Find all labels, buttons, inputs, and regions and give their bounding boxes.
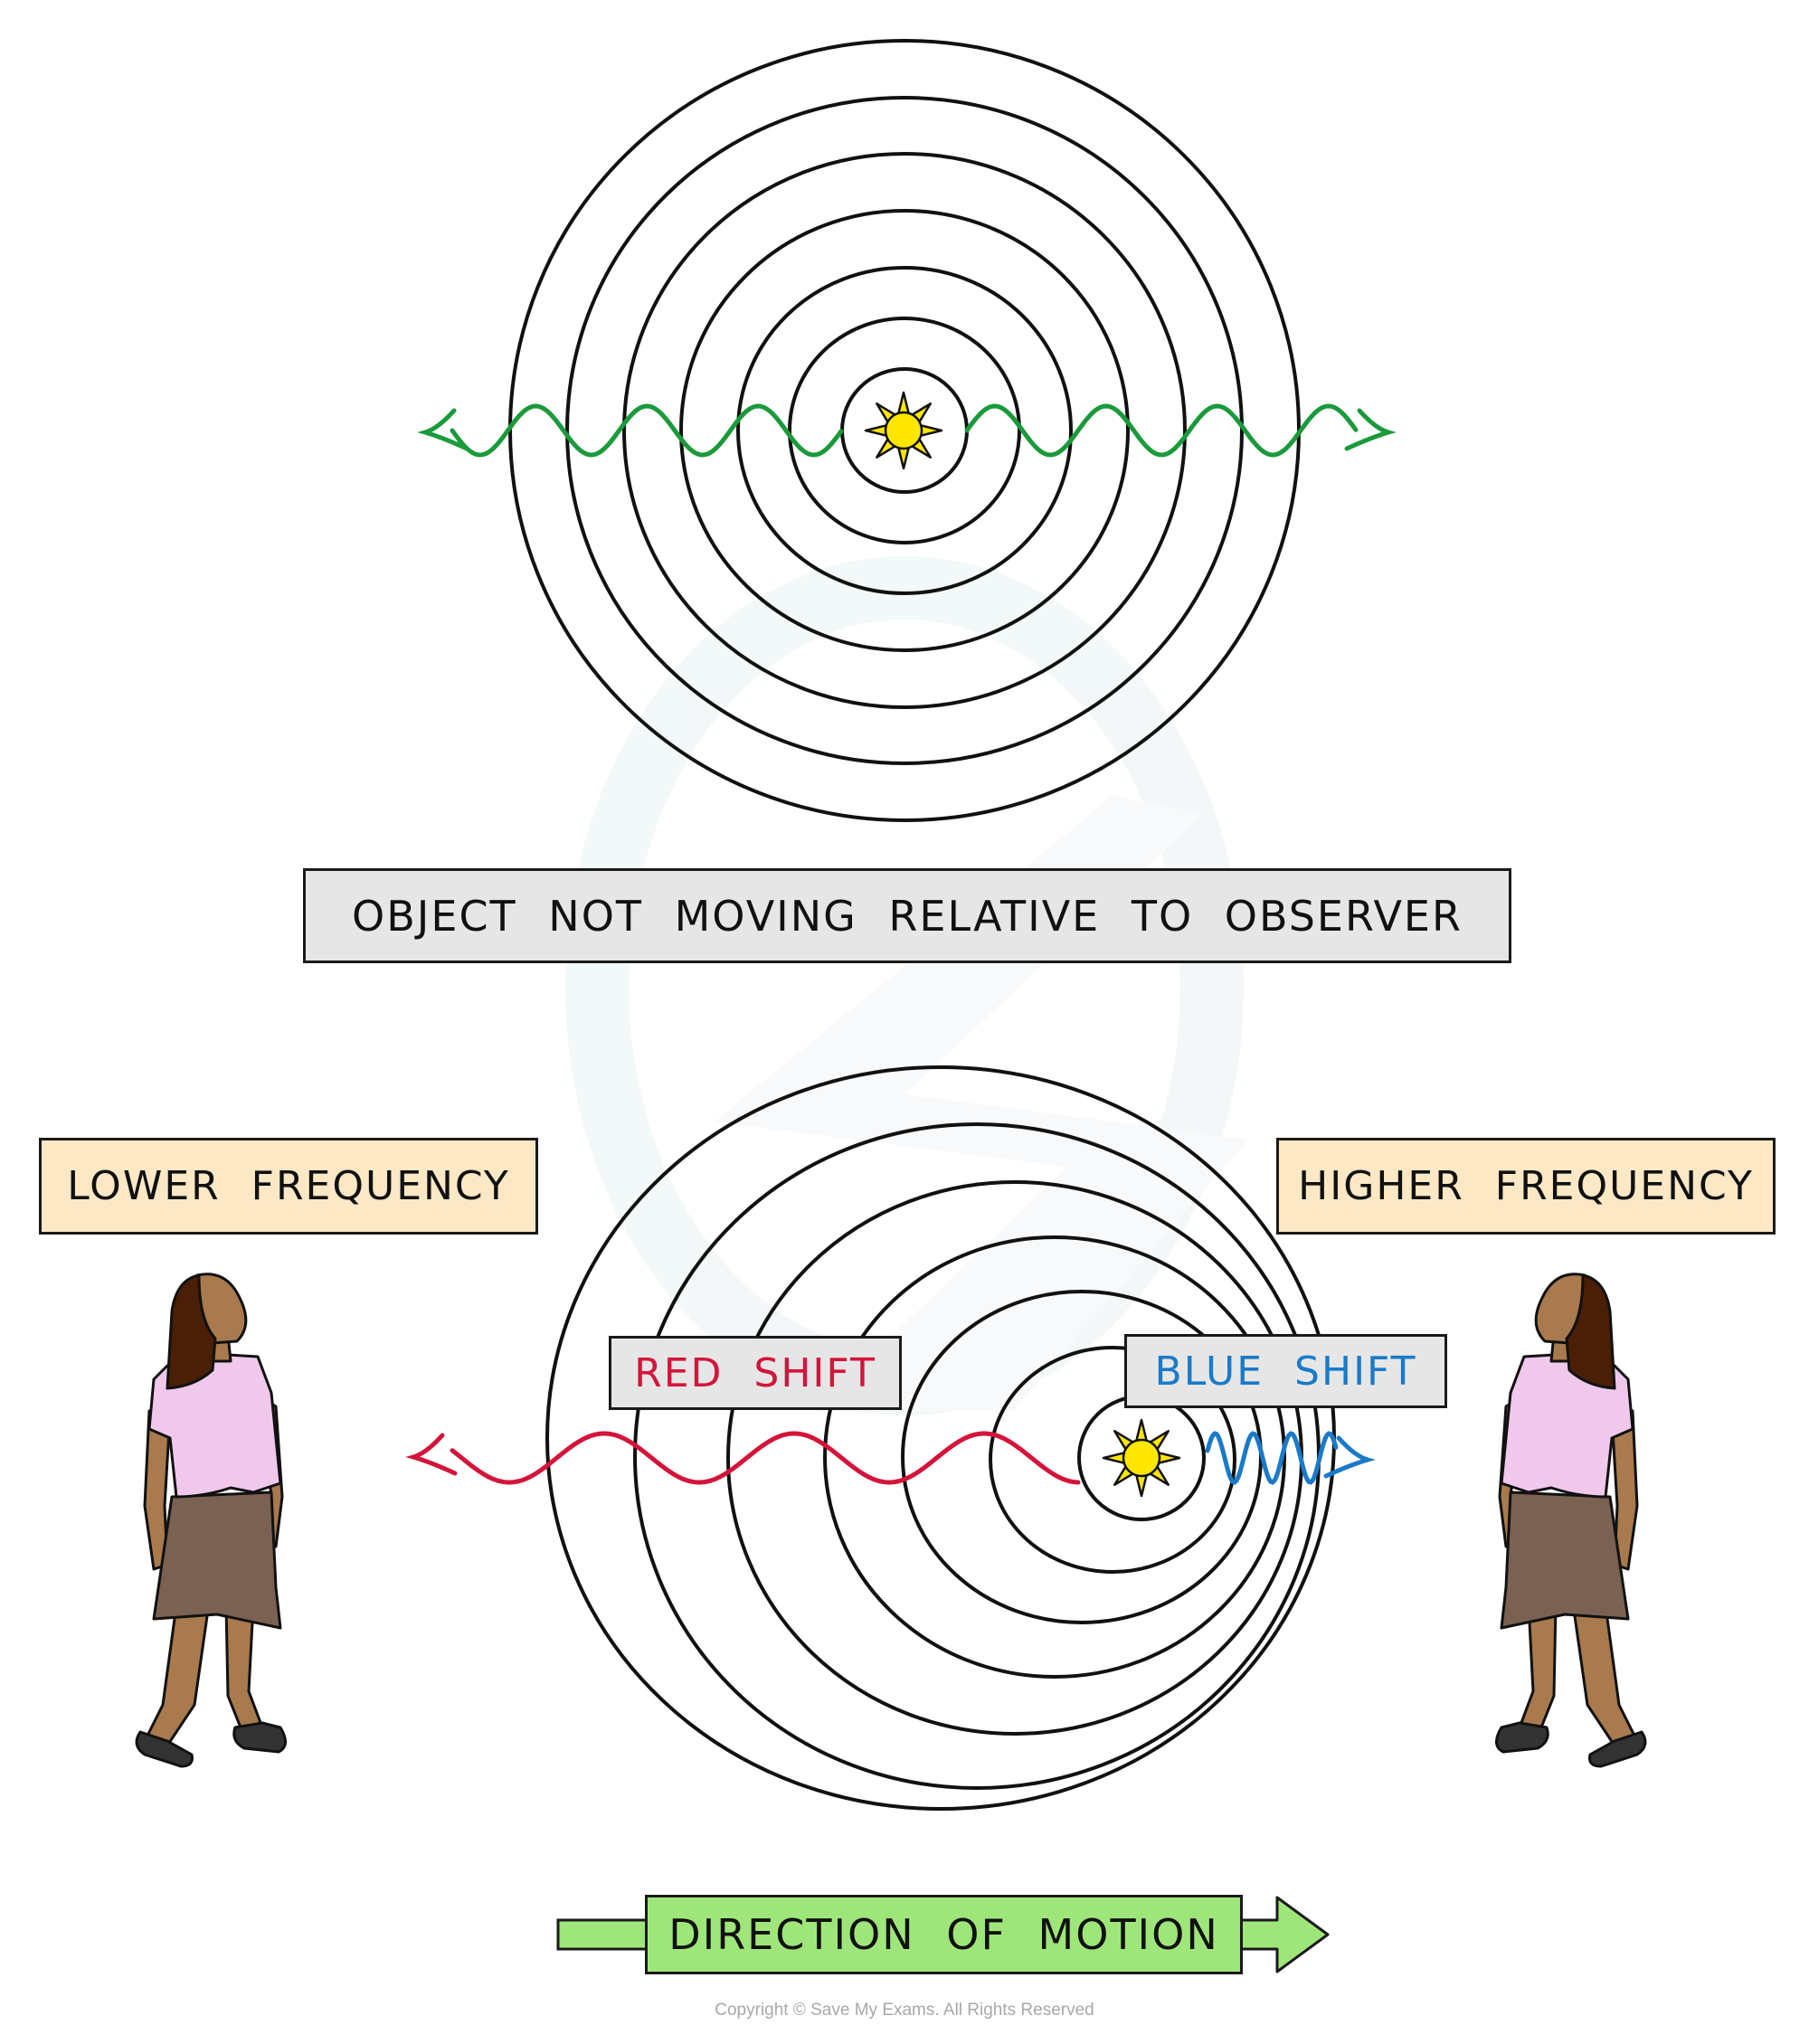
shirt [1500,1352,1634,1499]
shoe-right [1495,1721,1549,1754]
watermark-logo [565,556,1248,1415]
wavefront-ring [622,152,1187,709]
skirt [1500,1490,1630,1630]
observer-right [1495,1273,1647,1768]
shoe-left [135,1730,194,1768]
label-higher-frequency-text: HIGHER FREQUENCY [1298,1163,1754,1209]
static-wave [417,403,1397,458]
hair [166,1273,217,1390]
shoe-left [1588,1730,1647,1768]
wavefront-ring [989,1346,1236,1574]
label-direction-of-motion: DIRECTION OF MOTION [645,1895,1243,1974]
label-lower-frequency-text: LOWER FREQUENCY [67,1163,510,1209]
sun-disc [884,411,923,450]
wave-stretched [450,1431,1081,1485]
wavefront-ring [736,266,1073,595]
wavefront-ring [823,1235,1286,1679]
arrowhead-icon [417,408,469,451]
arrowhead-icon [1323,1435,1376,1479]
direction-arrow-icon [556,1896,1330,1973]
caption-static-source: OBJECT NOT MOVING RELATIVE TO OBSERVER [303,868,1511,963]
arrowhead-icon [405,1433,458,1476]
label-higher-frequency: HIGHER FREQUENCY [1276,1138,1776,1235]
label-direction-of-motion-text: DIRECTION OF MOTION [668,1910,1219,1959]
shirt [147,1352,282,1499]
blue-shift-wave [1205,1431,1376,1485]
leg-right [224,1604,264,1738]
hair [1565,1273,1616,1390]
wavefront-ring [679,209,1130,652]
label-lower-frequency: LOWER FREQUENCY [39,1138,538,1235]
wave-right [964,403,1359,458]
leg-left [1572,1604,1639,1747]
sun-icon [864,391,943,470]
leg-left [143,1604,210,1747]
shoe-right [232,1721,287,1754]
red-shift-wave [405,1431,1081,1485]
arrowhead-icon [1344,408,1397,451]
wave-compressed [1205,1431,1339,1485]
wavefront-ring [633,1122,1321,1790]
label-red-shift: RED SHIFT [609,1336,902,1410]
label-blue-shift: BLUE SHIFT [1124,1334,1447,1408]
observer-left [135,1273,287,1768]
caption-static-text: OBJECT NOT MOVING RELATIVE TO OBSERVER [352,891,1463,941]
skirt [152,1490,282,1630]
copyright-notice: Copyright © Save My Exams. All Rights Re… [715,2001,1094,2020]
leg-right [1518,1604,1558,1738]
sun-disc [1122,1438,1161,1478]
wave-left [450,403,844,458]
wavefront-ring [788,317,1021,544]
wavefront-ring [565,96,1244,765]
label-blue-shift-text: BLUE SHIFT [1154,1348,1417,1395]
label-red-shift-text: RED SHIFT [634,1349,876,1396]
sun-icon [1102,1418,1181,1498]
